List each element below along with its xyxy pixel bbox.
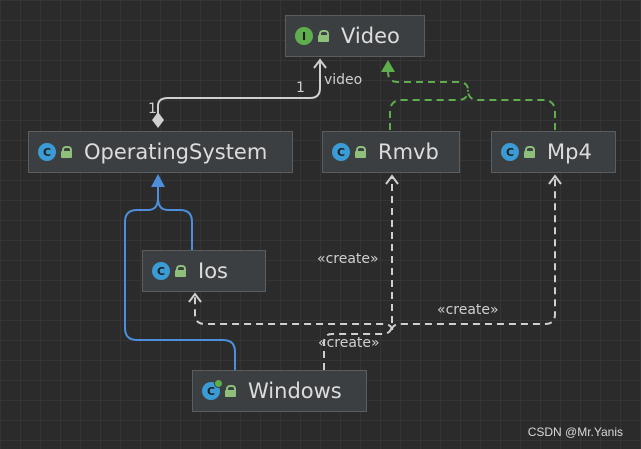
class-icon: C	[332, 143, 350, 161]
dependency-line-windows-mp4	[391, 178, 556, 331]
realization-arrowhead	[381, 60, 395, 72]
class-icon: C	[152, 262, 170, 280]
aggregation-diamond	[152, 112, 164, 128]
lock-icon	[355, 146, 366, 158]
class-icon: C	[501, 143, 519, 161]
node-label: Windows	[248, 379, 342, 403]
inheritance-line-windows	[124, 186, 236, 370]
association-multiplicity-source: 1	[148, 101, 157, 117]
node-operating-system[interactable]: C OperatingSystem	[28, 131, 293, 173]
dependency-line-windows-ios	[194, 296, 393, 331]
node-label: Mp4	[547, 140, 592, 164]
watermark: CSDN @Mr.Yanis	[527, 425, 623, 439]
dependency-label-rmvb: «create»	[317, 251, 379, 267]
realization-line-mp4	[387, 71, 556, 130]
node-windows[interactable]: C Windows	[192, 370, 367, 412]
association-line	[157, 62, 321, 118]
association-role-label: video	[324, 72, 362, 88]
lock-icon	[175, 265, 186, 277]
node-ios[interactable]: C Ios	[142, 250, 266, 292]
dependency-label-ios: «create»	[318, 335, 380, 351]
node-label: Video	[341, 24, 400, 48]
node-label: Rmvb	[378, 140, 439, 164]
association-multiplicity-target: 1	[296, 80, 305, 96]
dependency-arrowhead-ios	[188, 292, 202, 303]
node-label: OperatingSystem	[84, 140, 268, 164]
interface-icon: I	[295, 27, 313, 45]
dependency-arrowhead-rmvb	[385, 174, 399, 185]
inheritance-arrowhead	[151, 174, 165, 187]
badge-letter: C	[206, 384, 216, 398]
dependency-label-mp4: «create»	[437, 302, 499, 318]
main-method-dot-icon	[214, 379, 223, 388]
node-mp4[interactable]: C Mp4	[491, 131, 616, 173]
lock-icon	[318, 30, 329, 42]
lock-icon	[225, 385, 236, 397]
node-label: Ios	[198, 259, 228, 283]
dependency-arrowhead-mp4	[548, 174, 562, 185]
lock-icon	[524, 146, 535, 158]
realization-line-rmvb	[389, 89, 469, 130]
association-arrowhead	[313, 58, 327, 69]
node-video[interactable]: I Video	[285, 15, 425, 57]
node-rmvb[interactable]: C Rmvb	[322, 131, 460, 173]
lock-icon	[61, 146, 72, 158]
class-icon: C	[38, 143, 56, 161]
class-icon: C	[202, 379, 223, 400]
inheritance-line-ios	[157, 186, 193, 250]
